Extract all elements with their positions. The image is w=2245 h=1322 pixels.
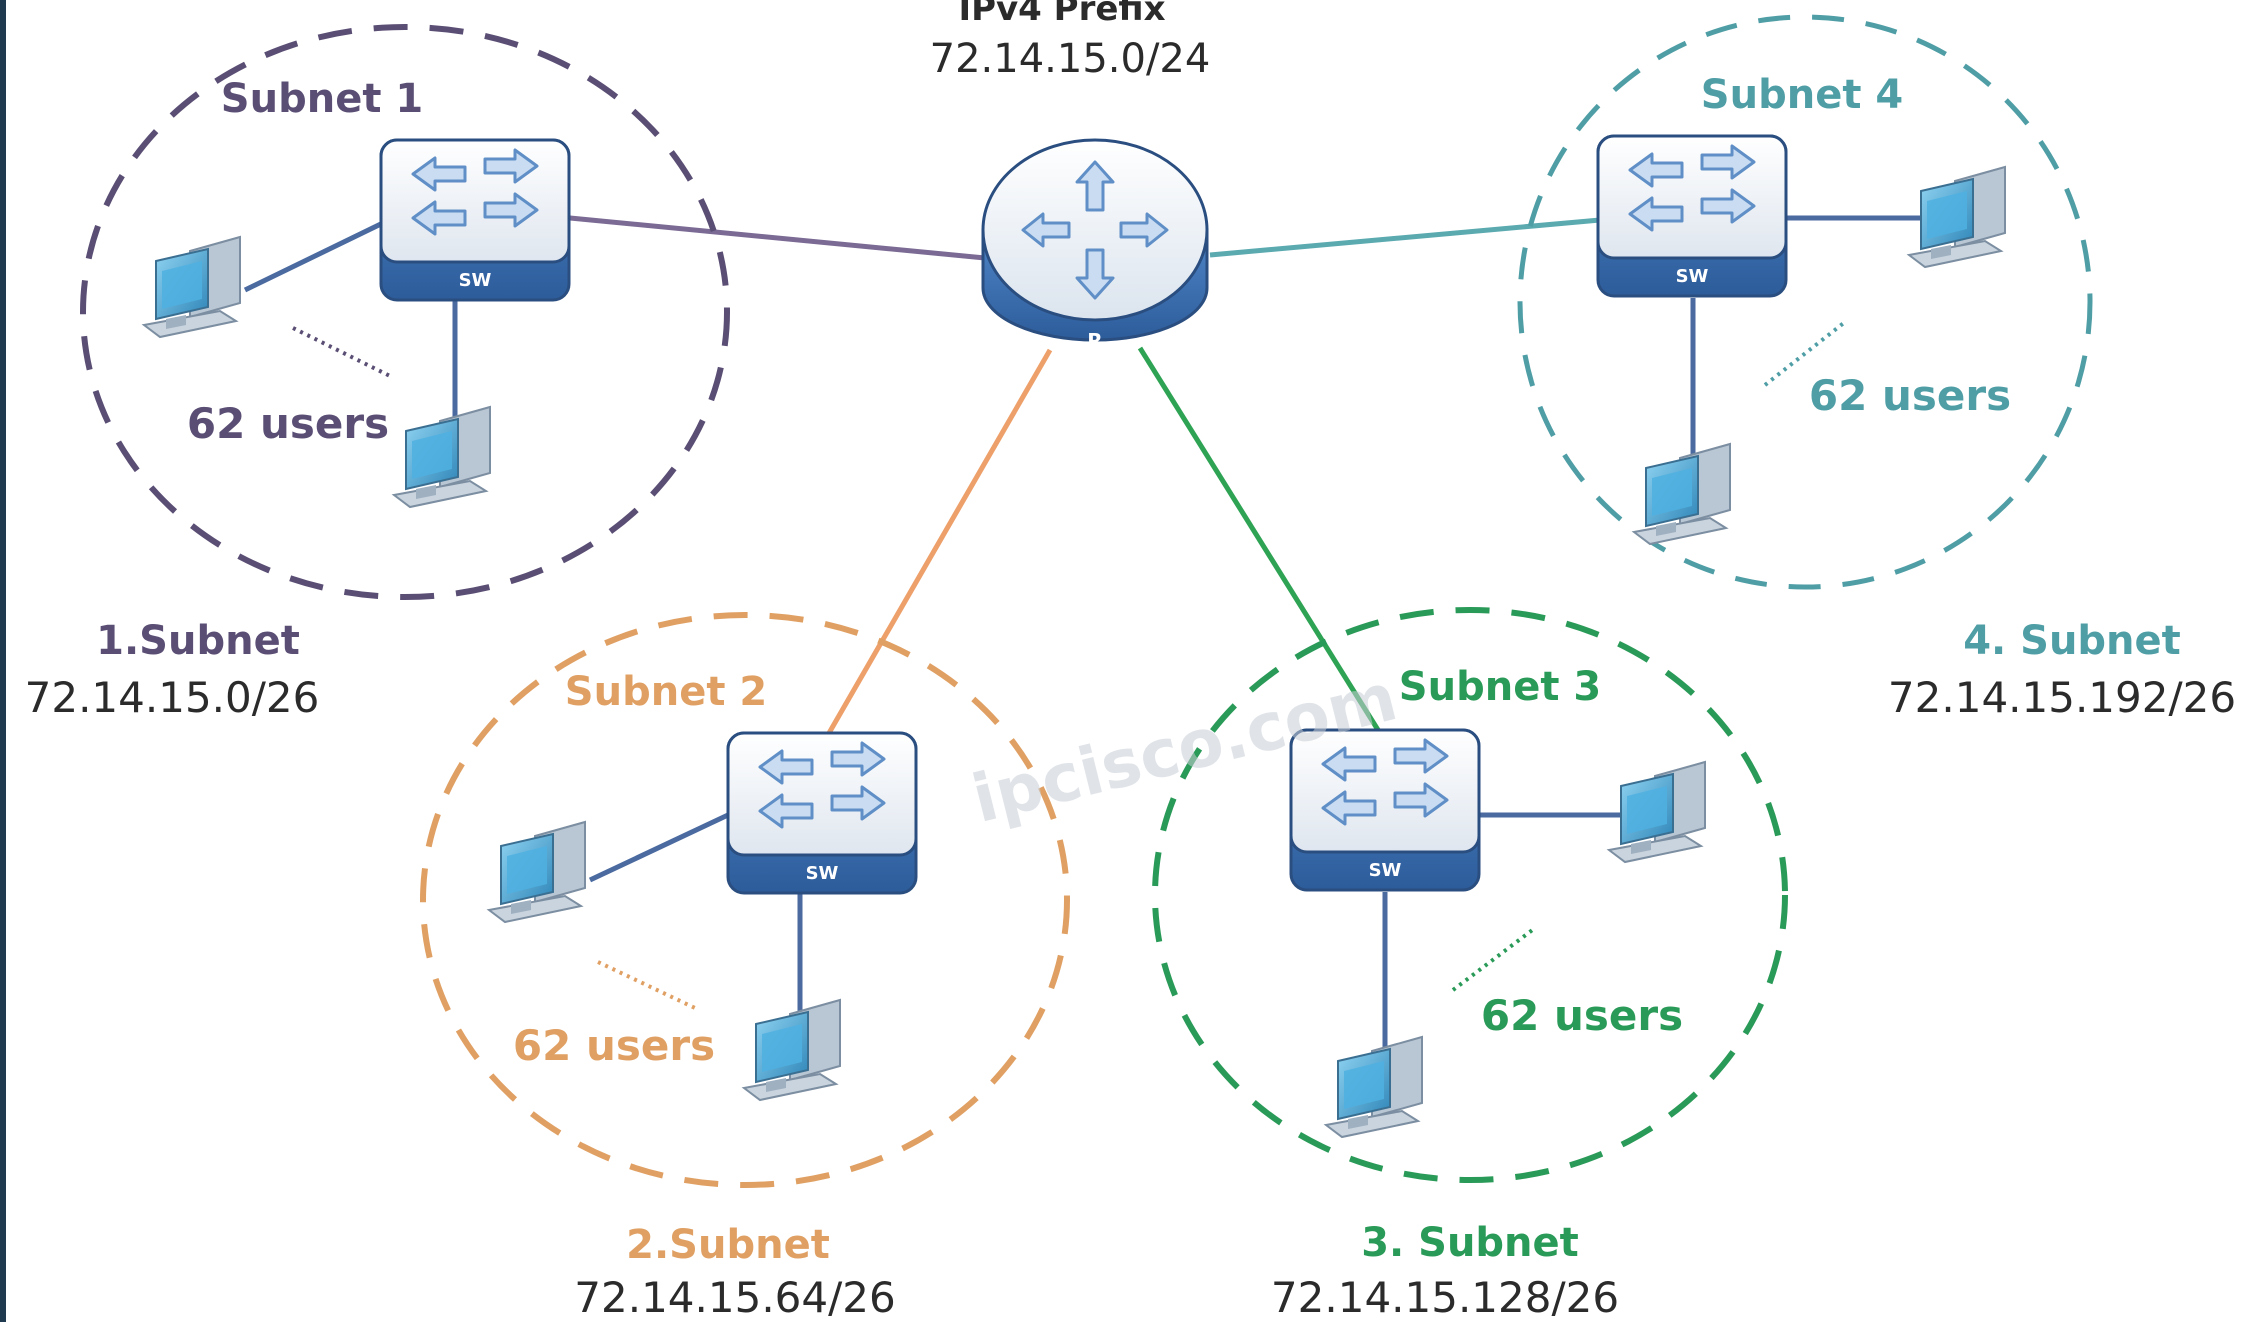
subnet1-address: 72.14.15.0/26	[25, 673, 320, 722]
subnet2-pc-b-icon[interactable]	[743, 999, 841, 1101]
subnet1-link-pc-a	[243, 219, 387, 293]
subnet4-address: 72.14.15.192/26	[1888, 673, 2236, 722]
subnet3-more-users-dots	[1451, 926, 1537, 992]
router[interactable]: R	[981, 138, 1209, 353]
subnet2-switch[interactable]: SW	[726, 731, 918, 895]
link-router-subnet3	[1137, 346, 1386, 740]
link-router-subnet2	[822, 348, 1053, 742]
subnet2-pc-a-icon[interactable]	[488, 821, 586, 923]
subnet3-caption: 3. Subnet	[1361, 1220, 1579, 1266]
subnet4-users: 62 users	[1809, 371, 2011, 420]
subnet2-link-pc-a	[588, 812, 730, 883]
subnet1-switch[interactable]: SW	[379, 138, 571, 302]
subnet2-caption: 2.Subnet	[626, 1222, 830, 1268]
subnet3-address: 72.14.15.128/26	[1271, 1273, 1619, 1322]
link-router-subnet1	[569, 215, 986, 261]
subnet3-pc-a-icon[interactable]	[1608, 761, 1706, 863]
subnet1-switch-label: SW	[459, 270, 492, 291]
subnet3-users: 62 users	[1481, 991, 1683, 1040]
subnet1-pc-a-icon[interactable]	[143, 236, 241, 338]
subnet2-boundary	[420, 612, 1070, 1188]
subnet4-pc-a-icon[interactable]	[1908, 166, 2006, 268]
subnet4-switch-label: SW	[1676, 266, 1709, 287]
subnet3-pc-b-icon[interactable]	[1325, 1036, 1423, 1138]
subnet1-caption: 1.Subnet	[96, 618, 300, 664]
subnet1-more-users-dots	[292, 326, 391, 378]
subnet2-users: 62 users	[513, 1021, 715, 1070]
subnet3-name: Subnet 3	[1399, 664, 1601, 710]
subnet1-pc-b-icon[interactable]	[393, 406, 491, 508]
header-prefix: 72.14.15.0/24	[930, 36, 1211, 82]
subnet2-name: Subnet 2	[565, 669, 767, 715]
subnet4-boundary	[1517, 14, 2093, 590]
subnet4-caption: 4. Subnet	[1963, 618, 2181, 664]
subnet2-switch-label: SW	[806, 863, 839, 884]
subnet1-boundary	[80, 24, 730, 600]
subnet4-switch[interactable]: SW	[1596, 134, 1788, 298]
subnet1-name: Subnet 1	[221, 76, 423, 122]
router-arrows-icon	[1021, 160, 1169, 300]
subnet4-name: Subnet 4	[1701, 72, 1903, 118]
subnet2-address: 72.14.15.64/26	[574, 1273, 895, 1322]
subnet3-switch-label: SW	[1369, 860, 1402, 881]
subnet4-pc-b-icon[interactable]	[1633, 443, 1731, 545]
subnet2-more-users-dots	[597, 960, 696, 1010]
subnet3-switch[interactable]: SW	[1289, 728, 1481, 892]
subnet1-users: 62 users	[187, 399, 389, 448]
subnet3-boundary	[1152, 607, 1788, 1183]
subnet4-more-users-dots	[1763, 320, 1847, 387]
link-router-subnet4	[1209, 217, 1601, 258]
router-label: R	[1087, 329, 1102, 353]
header-title: IPv4 Prefix	[958, 0, 1165, 29]
left-frame-border	[0, 0, 6, 1322]
